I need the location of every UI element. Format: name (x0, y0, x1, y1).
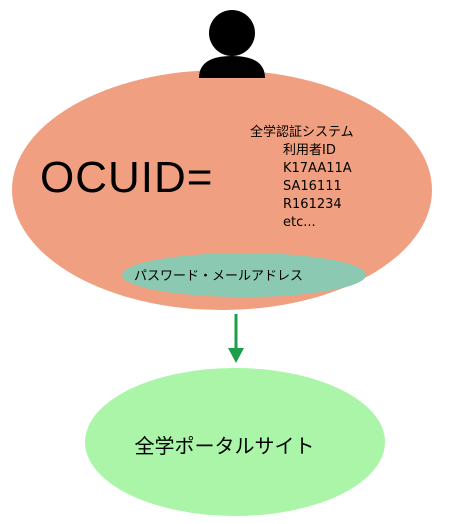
auth-system-heading: 全学認証システム (250, 125, 354, 140)
id-example-3: R161234 (283, 197, 342, 212)
id-example-1: K17AA11A (283, 161, 352, 176)
id-example-2: SA16111 (283, 179, 342, 194)
credentials-label: パスワード・メールアドレス (134, 269, 304, 284)
ocuid-label: OCUID= (40, 153, 214, 202)
identity-ellipse (12, 70, 432, 310)
credentials-ellipse (122, 253, 366, 297)
user-id-label: 利用者ID (283, 143, 336, 158)
arrow-down-icon (228, 314, 244, 363)
portal-ellipse (85, 368, 385, 516)
user-icon (199, 10, 265, 78)
portal-label: 全学ポータルサイト (134, 434, 315, 458)
etc-label: etc... (283, 215, 316, 230)
account-details: 全学認証システム 利用者ID K17AA11A SA16111 R161234 … (250, 124, 354, 232)
